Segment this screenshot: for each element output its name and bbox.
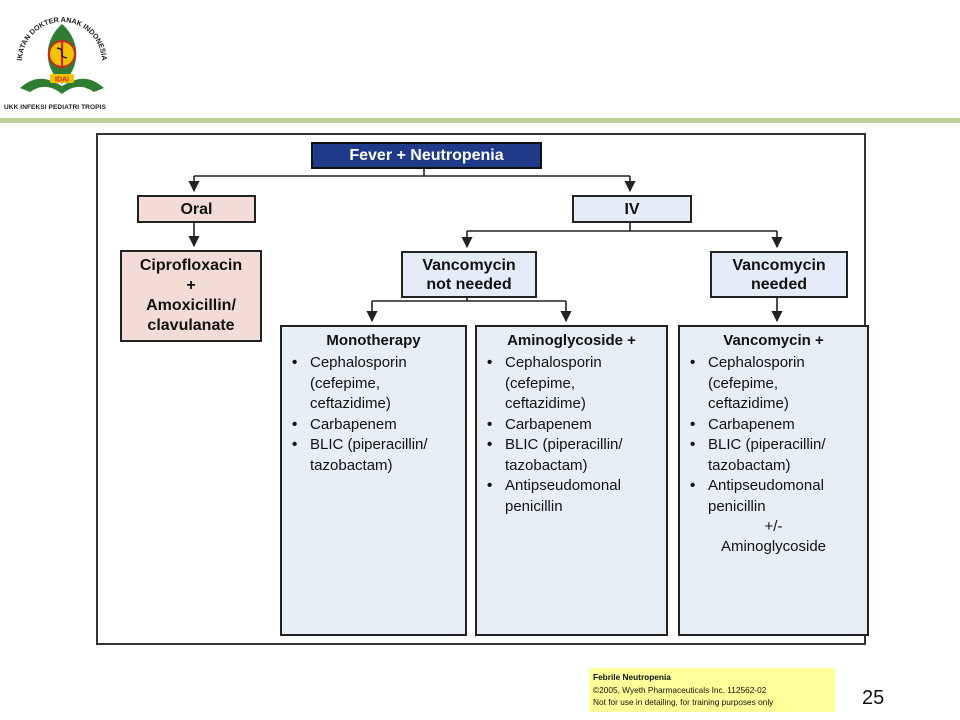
aminoglycoside-list: Cephalosporin (cefepime, ceftazidime) Ca…	[485, 353, 658, 517]
aminoglycoside-column: Aminoglycoside + Cephalosporin (cefepime…	[475, 325, 668, 636]
monotherapy-item: Cephalosporin (cefepime, ceftazidime)	[290, 353, 457, 415]
logo-caption: UKK INFEKSI PEDIATRI TROPIS	[4, 104, 106, 111]
footnote-line-1: ©2005, Wyeth Pharmaceuticals Inc. 112562…	[593, 684, 767, 695]
vancomycin-plus-column: Vancomycin + Cephalosporin (cefepime, ce…	[678, 325, 869, 636]
vancomycin-plus-title: Vancomycin +	[723, 332, 824, 349]
monotherapy-list: Cephalosporin (cefepime, ceftazidime) Ca…	[290, 353, 457, 476]
vanco-needed-node: Vancomycin needed	[710, 251, 848, 298]
vanco-not-needed-line-2: not needed	[426, 275, 512, 293]
vancomycin-plus-item: Antipseudomonal penicillin	[688, 476, 859, 517]
oral-node: Oral	[137, 195, 256, 223]
copyright-footnote: Febrile Neutropenia ©2005, Wyeth Pharmac…	[589, 668, 835, 712]
oral-regimen-node: Ciprofloxacin + Amoxicillin/ clavulanate	[120, 250, 262, 342]
oral-regimen-line-3: Amoxicillin/	[146, 297, 236, 314]
vanco-not-needed-line-1: Vancomycin	[422, 256, 516, 274]
monotherapy-column: Monotherapy Cephalosporin (cefepime, cef…	[280, 325, 467, 636]
root-label: Fever + Neutropenia	[349, 146, 504, 164]
vancomycin-plus-item: Cephalosporin (cefepime, ceftazidime)	[688, 353, 859, 415]
vancomycin-plus-list: Cephalosporin (cefepime, ceftazidime) Ca…	[688, 353, 859, 517]
vancomycin-plus-item: BLIC (piperacillin/ tazobactam)	[688, 435, 859, 476]
monotherapy-title: Monotherapy	[326, 332, 421, 349]
monotherapy-item: BLIC (piperacillin/ tazobactam)	[290, 435, 457, 476]
vanco-needed-line-2: needed	[750, 275, 807, 293]
vancomycin-plus-item: Carbapenem	[688, 415, 859, 436]
iv-label: IV	[624, 200, 640, 218]
oral-regimen-line-2: +	[186, 277, 196, 294]
oral-label: Oral	[180, 200, 213, 218]
oral-regimen-line-4: clavulanate	[147, 317, 235, 334]
diagram-frame: Fever + Neutropenia Oral IV Ciprofloxaci…	[96, 133, 869, 645]
monotherapy-item: Carbapenem	[290, 415, 457, 436]
root-node: Fever + Neutropenia	[311, 142, 542, 169]
vancomycin-plus-extra-2: Aminoglycoside	[720, 538, 827, 555]
page-number: 25	[862, 687, 885, 709]
aminoglycoside-item: Cephalosporin (cefepime, ceftazidime)	[485, 353, 658, 415]
aminoglycoside-item: Antipseudomonal penicillin	[485, 476, 658, 517]
aminoglycoside-item: Carbapenem	[485, 415, 658, 436]
footnote-title: Febrile Neutropenia	[593, 672, 671, 682]
idai-logo: IKATAN DOKTER ANAK INDONESIA IDAI	[15, 15, 109, 94]
aminoglycoside-title: Aminoglycoside +	[507, 332, 636, 349]
oral-regimen-line-1: Ciprofloxacin	[139, 257, 243, 274]
header-rule	[0, 118, 960, 123]
vanco-not-needed-node: Vancomycin not needed	[401, 251, 537, 298]
aminoglycoside-item: BLIC (piperacillin/ tazobactam)	[485, 435, 658, 476]
logo-badge: IDAI	[55, 77, 69, 84]
footnote-line-2: Not for use in detailing, for training p…	[593, 697, 774, 707]
vanco-needed-line-1: Vancomycin	[732, 256, 826, 274]
iv-node: IV	[572, 195, 692, 223]
vancomycin-plus-extra-1: +/-	[764, 518, 783, 535]
